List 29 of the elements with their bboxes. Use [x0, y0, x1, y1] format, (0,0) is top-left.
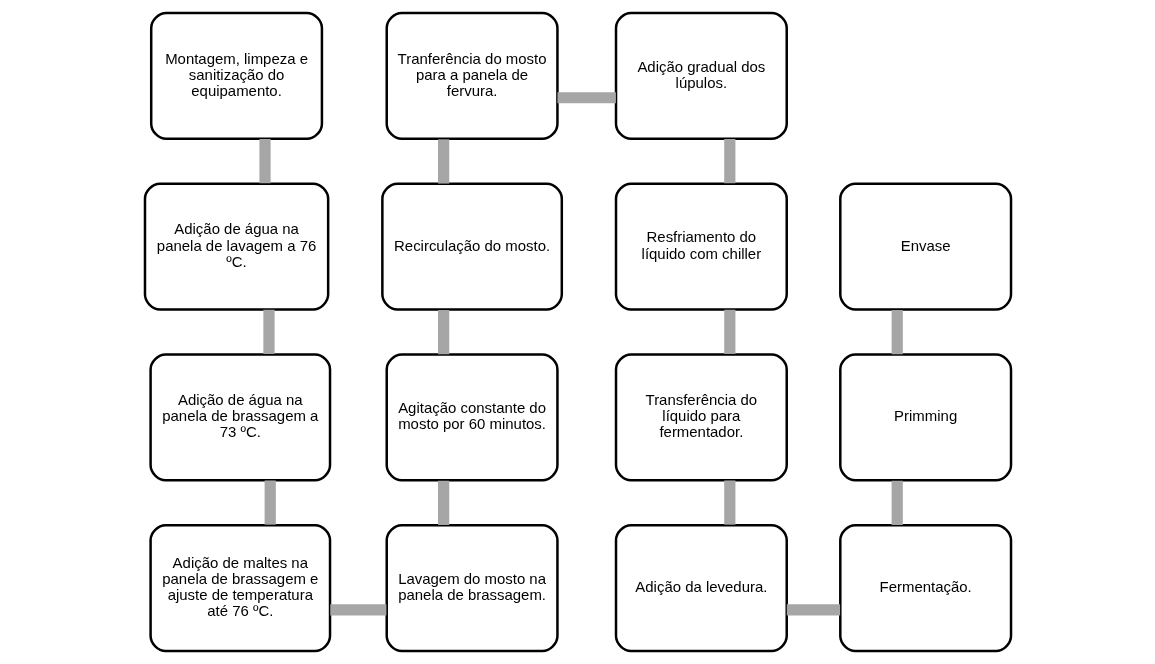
node-box: Resfriamento do líquido com chiller: [614, 182, 788, 311]
connector: [891, 480, 903, 525]
node-box: Montagem, limpeza e sanitização do equipamento.: [149, 11, 323, 141]
node-box: Recirculação do mosto.: [380, 182, 563, 311]
connector: [264, 480, 276, 525]
connector: [329, 604, 386, 616]
connector: [437, 310, 449, 355]
node-box: Adição da levedura.: [614, 523, 788, 653]
node-box: Tranferência do mosto para a panela de fervura.: [385, 11, 559, 141]
connector: [723, 480, 735, 525]
node-box: Adição de maltes na panela de brassagem e ajuste de temperatura até 76 ºC.: [148, 523, 331, 653]
node-box: Envase: [838, 182, 1012, 311]
connector: [556, 92, 616, 104]
connector: [437, 139, 449, 184]
connector: [786, 604, 840, 616]
node-box: Adição gradual dos lúpulos.: [614, 11, 788, 141]
connector: [891, 310, 903, 355]
node-box: Adição de água na panela de lavagem a 76 ºC.: [143, 182, 329, 311]
connector: [262, 309, 275, 354]
node-box: Primming: [838, 353, 1012, 482]
node-box: Adição de água na panela de brassagem a 73 ºC.: [148, 353, 331, 482]
node-box: Agitação constante do mosto por 60 minutos.: [385, 353, 559, 482]
connector: [723, 139, 735, 184]
node-box: Transferência do líquido para fermentador.: [614, 353, 788, 482]
node-box: Lavagem do mosto na panela de brassagem.: [385, 523, 559, 653]
connector: [258, 139, 271, 184]
node-box: Fermentação.: [838, 523, 1012, 653]
connector: [437, 480, 449, 525]
connector: [723, 309, 735, 354]
